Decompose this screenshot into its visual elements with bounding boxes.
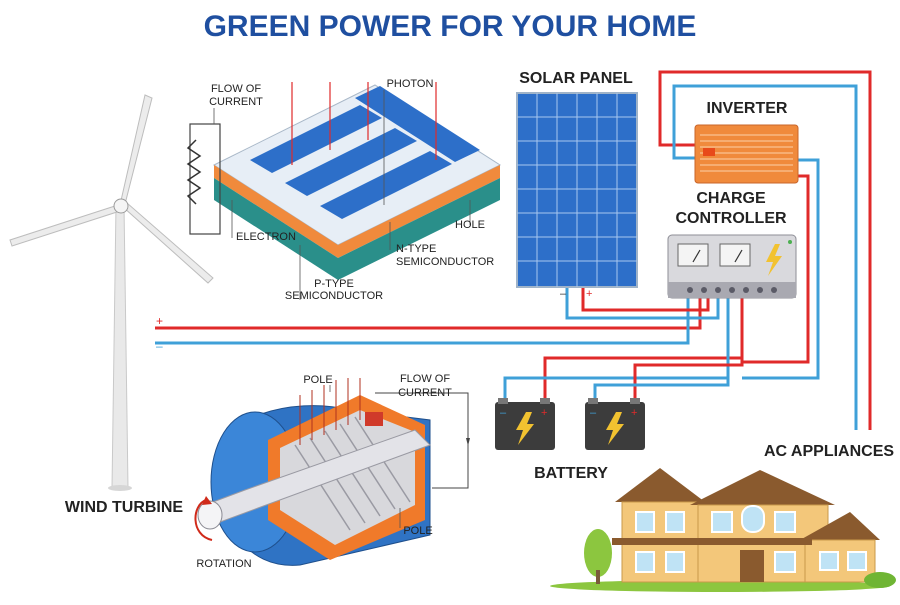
battery-1-minus: –: [500, 407, 507, 419]
rotation-arrow-head: [202, 496, 212, 505]
house-roof-main: [690, 470, 835, 505]
cell-stripe-1: [250, 105, 382, 173]
rotation-arrow: [194, 499, 213, 541]
inverter: [694, 124, 799, 184]
inverter-body: [694, 124, 799, 184]
house-door: [740, 550, 764, 582]
wire-ac-neutral: [672, 84, 858, 430]
turbine-blade-3: [122, 202, 214, 284]
n-type-label-1: N-TYPE: [396, 243, 436, 255]
battery-label: BATTERY: [534, 465, 608, 482]
turbine-base: [108, 485, 132, 491]
wind-turbine: [9, 94, 214, 491]
tree-left: [584, 529, 612, 577]
cell-n-layer-left: [214, 165, 338, 258]
cell-n-layer-right: [338, 165, 500, 258]
electron-label: ELECTRON: [236, 231, 296, 243]
house: [550, 468, 896, 592]
battery-1-plus: +: [541, 407, 547, 419]
battery-1: [495, 398, 555, 450]
generator-flow-label-2: CURRENT: [398, 387, 452, 399]
battery-2-minus: –: [590, 407, 597, 419]
wire-solar-positive: [581, 287, 710, 312]
house-lawn: [550, 580, 890, 592]
pole-top-label: POLE: [303, 374, 332, 386]
solar-panel-label: SOLAR PANEL: [519, 70, 633, 87]
pole-bottom-label: POLE: [403, 525, 432, 537]
voltmeter-gauge: [677, 243, 709, 267]
wind-turbine-label: WIND TURBINE: [65, 499, 184, 516]
charge-controller-label-2: CONTROLLER: [675, 210, 787, 227]
controller-bolt-icon: [766, 244, 782, 276]
resistor-icon: [186, 139, 202, 205]
battery-1-bolt-icon: [516, 412, 534, 445]
house-roof-right: [800, 512, 880, 540]
generator: [194, 378, 470, 566]
wire-inverter-in-positive: [742, 174, 810, 364]
p-type-label-1: P-TYPE: [314, 278, 354, 290]
wire-battery2-negative: [593, 378, 730, 398]
ac-appliances-label: AC APPLIANCES: [764, 443, 894, 460]
rotation-label: ROTATION: [196, 558, 251, 570]
shaft-end: [197, 500, 223, 530]
bush-right: [864, 572, 896, 588]
inverter-indicator: [703, 148, 715, 156]
generator-brush: [365, 412, 383, 426]
hole-label: HOLE: [455, 219, 485, 231]
generator-flow-label-1: FLOW OF: [400, 373, 450, 385]
inverter-label: INVERTER: [707, 100, 788, 117]
controller-led: [788, 240, 792, 244]
cell-stripe-4: [355, 86, 480, 162]
ammeter-gauge: [719, 243, 751, 267]
cell-p-layer-left: [214, 178, 338, 280]
cell-stripe-3: [320, 151, 452, 219]
wire-battery-negative: [503, 298, 730, 398]
turbine-minus-sign: –: [156, 339, 163, 353]
p-type-label-2: SEMICONDUCTOR: [285, 290, 383, 302]
battery-2-bolt-icon: [606, 412, 624, 445]
solar-minus-sign: –: [560, 288, 567, 300]
wire-turbine-positive: [155, 298, 702, 330]
page-title: GREEN POWER FOR YOUR HOME: [204, 10, 697, 43]
cell-flow-label-2: CURRENT: [209, 96, 263, 108]
charge-controller: [667, 234, 797, 299]
charge-controller-label-1: CHARGE: [696, 190, 766, 207]
wire-battery-positive: [543, 298, 744, 398]
turbine-blade-2: [9, 204, 121, 247]
house-porch-roof: [612, 538, 812, 545]
wire-solar-negative: [565, 287, 720, 320]
battery-2: [585, 398, 645, 450]
cell-p-layer-right: [338, 178, 500, 280]
wire-ac-live: [658, 70, 872, 430]
solar-panel: [516, 92, 638, 288]
house-roof-left: [615, 468, 705, 502]
wire-inverter-in-negative: [742, 158, 820, 380]
solar-plus-sign: +: [586, 288, 592, 300]
turbine-tower: [111, 204, 129, 489]
turbine-plus-sign: +: [156, 314, 163, 328]
photon-label: PHOTON: [387, 78, 434, 90]
n-type-label-2: SEMICONDUCTOR: [396, 256, 494, 268]
turbine-blade-1: [119, 94, 153, 209]
turbine-hub: [113, 198, 129, 214]
cell-flow-label-1: FLOW OF: [211, 83, 261, 95]
wire-turbine-negative: [155, 298, 690, 345]
solar-cell-diagram: [186, 82, 502, 300]
battery-2-plus: +: [631, 407, 637, 419]
wires: [155, 70, 872, 430]
